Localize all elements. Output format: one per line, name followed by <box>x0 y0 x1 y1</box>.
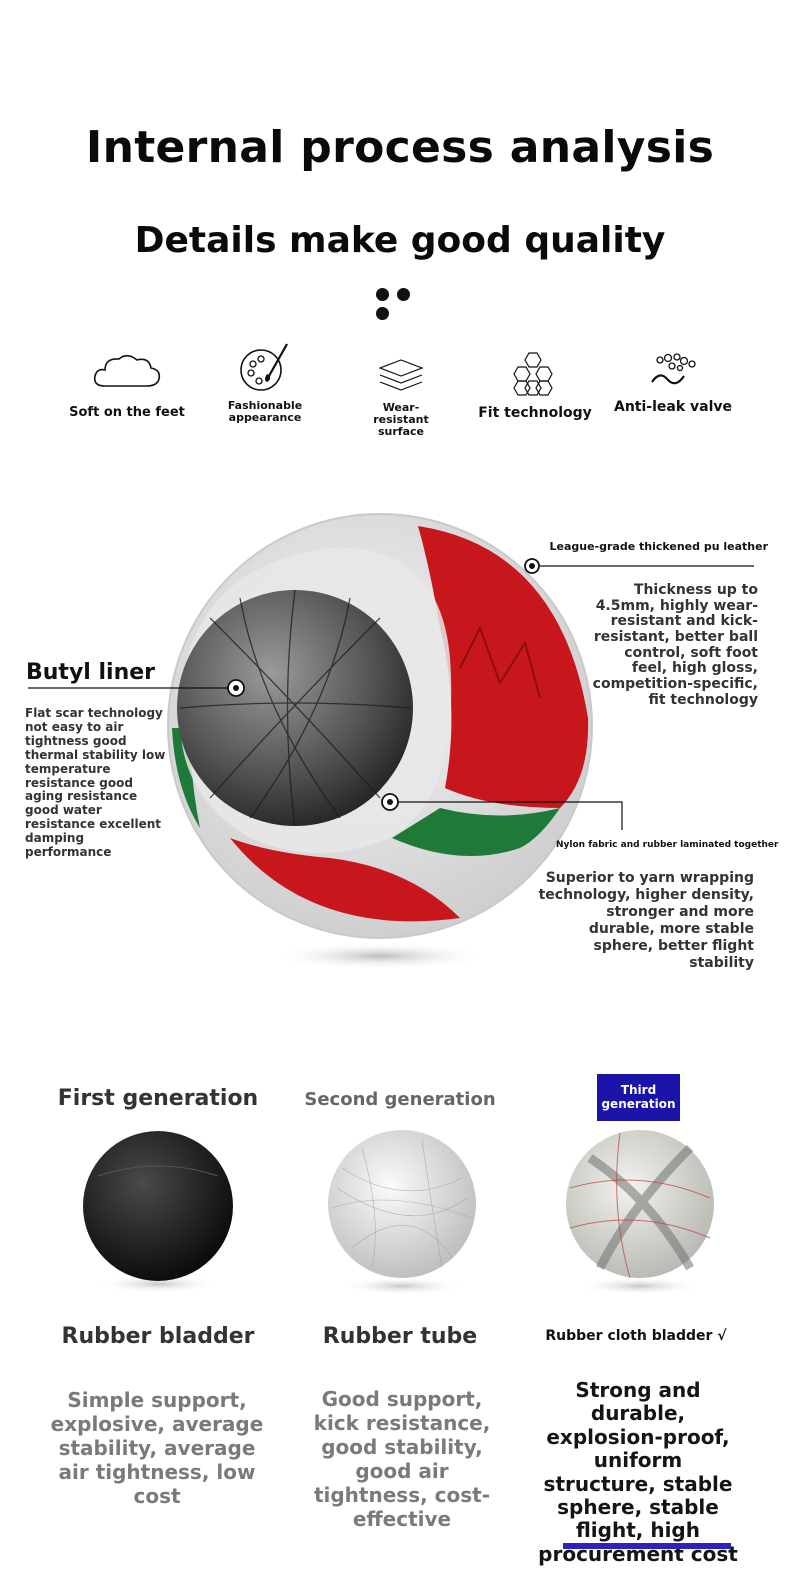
pu-leather-description: Thickness up to 4.5mm, highly wear-resis… <box>592 582 758 708</box>
rubber-tube-image <box>328 1130 476 1295</box>
gen2-description: Good support, kick resistance, good stab… <box>313 1387 491 1531</box>
nylon-title: Nylon fabric and rubber laminated togeth… <box>556 840 779 850</box>
cloud-icon <box>93 354 161 387</box>
page-title: Internal process analysis <box>85 122 715 173</box>
gen2-name: Rubber tube <box>322 1324 478 1349</box>
feature-anti-leak: Anti-leak valve <box>608 352 738 415</box>
pu-leather-title: League-grade thickened pu leather <box>549 540 768 553</box>
dot-separator <box>376 286 436 320</box>
gen3-description: Strong and durable, explosion-proof, uni… <box>538 1378 738 1566</box>
gen1-description: Simple support, explosive, average stabi… <box>50 1388 264 1508</box>
butyl-liner-description: Flat scar technology not easy to air tig… <box>25 706 166 860</box>
feature-label: Soft on the feet <box>69 405 185 420</box>
football-illustration <box>167 513 593 970</box>
feature-soft-on-feet: Soft on the feet <box>62 348 192 420</box>
callout-lines <box>28 558 754 830</box>
layers-icon <box>378 359 424 391</box>
gen2-heading: Second generation <box>304 1089 496 1110</box>
gen3-underline <box>563 1543 731 1549</box>
rubber-bladder-image <box>83 1131 233 1293</box>
palette-icon <box>240 343 288 391</box>
feature-label: Fashionable appearance <box>227 399 303 425</box>
nylon-description: Superior to yarn wrapping technology, hi… <box>538 870 754 972</box>
gen1-name: Rubber bladder <box>61 1324 255 1349</box>
rubber-cloth-bladder-image <box>566 1130 714 1295</box>
ball-cutaway <box>160 508 600 978</box>
feature-label: Wear-resistant surface <box>373 401 429 439</box>
feature-fashionable: Fashionable appearance <box>200 340 330 424</box>
page-subtitle: Details make good quality <box>134 220 666 261</box>
bubbles-icon <box>651 353 696 385</box>
feature-fit-technology: Fit technology <box>470 350 600 421</box>
gen3-badge: Third generation <box>597 1074 680 1121</box>
hexagon-cluster-icon <box>513 352 553 396</box>
feature-wear-resistant: Wear-resistant surface <box>336 358 466 438</box>
gen3-name: Rubber cloth bladder √ <box>545 1328 727 1344</box>
feature-label: Anti-leak valve <box>613 399 733 415</box>
butyl-liner-title: Butyl liner <box>26 660 156 685</box>
feature-label: Fit technology <box>478 405 592 421</box>
gen1-heading: First generation <box>57 1086 259 1111</box>
